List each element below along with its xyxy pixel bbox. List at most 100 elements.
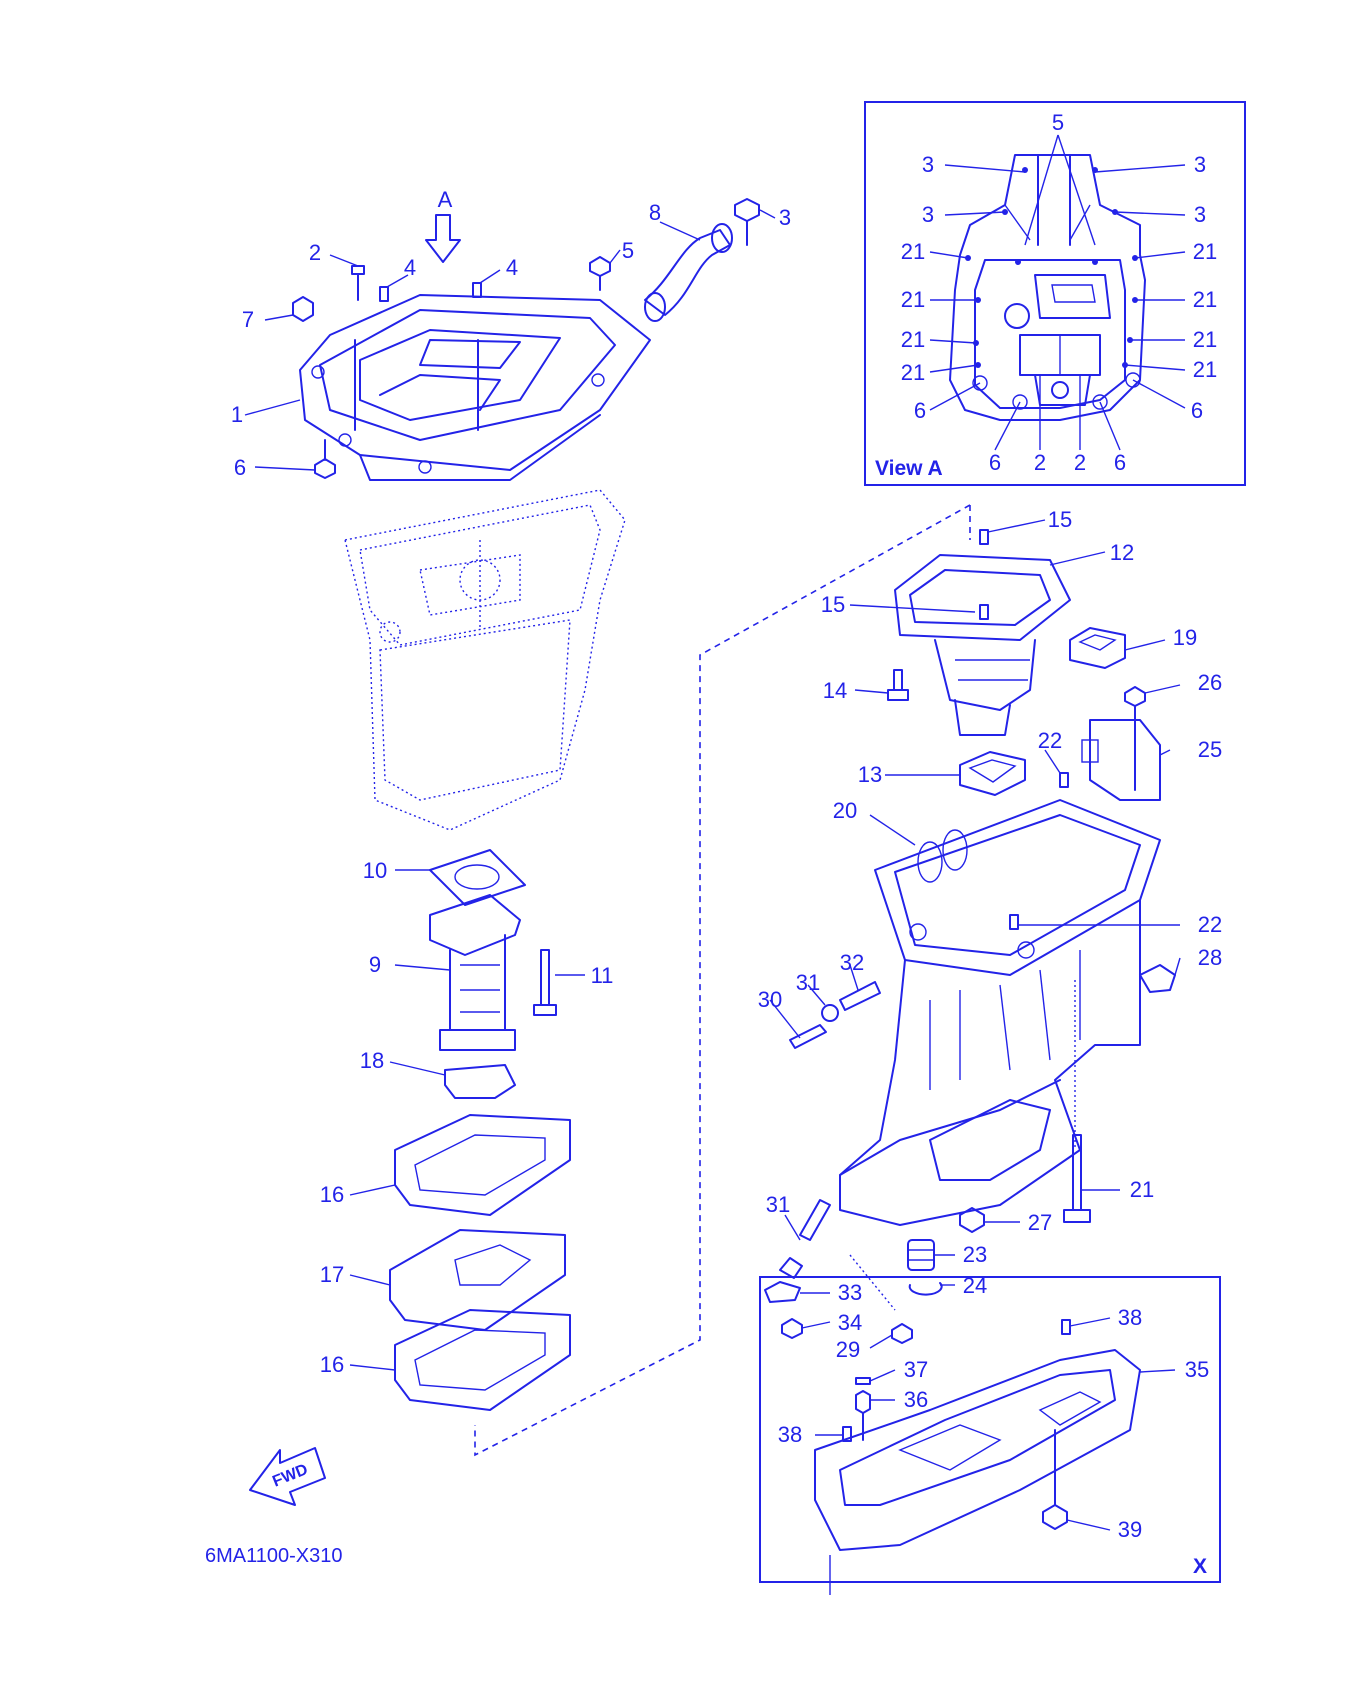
bolt-11-part bbox=[533, 949, 557, 1016]
bracket-33-part bbox=[764, 1281, 801, 1303]
bolt-39-part bbox=[1042, 1429, 1068, 1530]
callout-22-upper: 22 bbox=[1038, 728, 1062, 753]
callout-1: 1 bbox=[231, 402, 243, 427]
callout-28: 28 bbox=[1198, 945, 1222, 970]
callout-34: 34 bbox=[838, 1310, 862, 1335]
view-x-label: X bbox=[1193, 1555, 1207, 1578]
callout-38-right: 38 bbox=[1118, 1305, 1142, 1330]
callout-39: 39 bbox=[1118, 1517, 1142, 1542]
callout-12: 12 bbox=[1110, 540, 1134, 565]
view-a-label: View A bbox=[875, 457, 943, 480]
seal-18-part bbox=[444, 1064, 516, 1099]
view-x-frame bbox=[759, 1276, 1221, 1583]
callout-6-upper: 6 bbox=[234, 455, 246, 480]
callout-11: 11 bbox=[591, 963, 614, 988]
bolt-26-part bbox=[1124, 686, 1146, 791]
callout-21-a-l1: 21 bbox=[901, 239, 925, 264]
callout-32: 32 bbox=[840, 950, 864, 975]
plug-36-part bbox=[855, 1390, 871, 1441]
upper-case-part bbox=[299, 294, 651, 481]
callout-23: 23 bbox=[963, 1242, 987, 1267]
bolt-14-part bbox=[887, 669, 909, 701]
callout-21-a-r1: 21 bbox=[1193, 239, 1217, 264]
exhaust-manifold-part bbox=[429, 894, 521, 1051]
callout-6-a-l: 6 bbox=[914, 398, 926, 423]
callout-33: 33 bbox=[838, 1280, 862, 1305]
callout-6-a-r: 6 bbox=[1191, 398, 1203, 423]
view-a-bottom-view bbox=[949, 154, 1146, 421]
callout-31-lower: 31 bbox=[766, 1192, 790, 1217]
drawing-code: 6MA1100-X310 bbox=[205, 1545, 343, 1567]
callout-6-a-bl: 6 bbox=[989, 450, 1001, 475]
callout-3-view-a-mr: 3 bbox=[1194, 202, 1206, 227]
callout-4-right: 4 bbox=[506, 255, 518, 280]
callout-16-lower: 16 bbox=[320, 1352, 344, 1377]
gasket-17-part bbox=[389, 1229, 566, 1331]
callout-21-a-l2: 21 bbox=[901, 287, 925, 312]
callout-9: 9 bbox=[369, 952, 381, 977]
callout-20: 20 bbox=[833, 798, 857, 823]
callout-21-a-l3: 21 bbox=[901, 327, 925, 352]
callout-5-upper: 5 bbox=[622, 238, 634, 263]
view-a-frame bbox=[864, 101, 1246, 486]
callout-16-upper: 16 bbox=[320, 1182, 344, 1207]
callout-14: 14 bbox=[823, 678, 847, 703]
gasket-10-part bbox=[429, 849, 526, 906]
callout-21-lower: 21 bbox=[1130, 1177, 1154, 1202]
callout-3-view-a-ur: 3 bbox=[1194, 152, 1206, 177]
clip-24-part bbox=[908, 1282, 943, 1296]
callout-25: 25 bbox=[1198, 737, 1222, 762]
callout-2-upper: 2 bbox=[309, 240, 321, 265]
seal-13-part bbox=[959, 751, 1026, 796]
callout-29: 29 bbox=[836, 1337, 860, 1362]
callout-21-a-r4: 21 bbox=[1193, 357, 1217, 382]
leader-lines bbox=[244, 134, 1186, 1531]
callout-21-a-r2: 21 bbox=[1193, 287, 1217, 312]
callout-17: 17 bbox=[320, 1262, 344, 1287]
callout-8: 8 bbox=[649, 200, 661, 225]
fwd-arrow: FWD bbox=[249, 1447, 326, 1506]
washer-37-part bbox=[855, 1377, 871, 1385]
callout-26: 26 bbox=[1198, 670, 1222, 695]
assembly-dashed-frame bbox=[474, 504, 971, 1457]
bushing-23-part bbox=[907, 1239, 935, 1271]
pin-22-lower bbox=[1009, 914, 1019, 930]
gasket-16-upper-part bbox=[394, 1114, 571, 1216]
fastener-group-top bbox=[292, 198, 760, 479]
callout-2-a-bl: 2 bbox=[1034, 450, 1046, 475]
view-a-arrow: A bbox=[425, 187, 461, 263]
engine-block-outline bbox=[344, 489, 626, 831]
callout-3-view-a-ul: 3 bbox=[922, 152, 934, 177]
pin-22-upper bbox=[1059, 772, 1069, 788]
water-tube-parts bbox=[779, 981, 881, 1279]
pin-38-right bbox=[1061, 1319, 1071, 1335]
assembly-dotted-guide bbox=[849, 1254, 896, 1311]
callout-22-lower: 22 bbox=[1198, 912, 1222, 937]
callout-18: 18 bbox=[360, 1048, 384, 1073]
upper-mount-part bbox=[894, 554, 1071, 736]
pin-15-lower bbox=[979, 604, 989, 620]
callout-24: 24 bbox=[963, 1273, 987, 1298]
pin-15-upper bbox=[979, 529, 989, 545]
callout-7: 7 bbox=[242, 307, 254, 332]
callout-2-a-br: 2 bbox=[1074, 450, 1086, 475]
driveshaft-housing-part bbox=[839, 799, 1161, 1226]
exhaust-hose-part bbox=[644, 223, 733, 322]
callout-10: 10 bbox=[363, 858, 387, 883]
callout-19: 19 bbox=[1173, 625, 1197, 650]
callout-5-view-a: 5 bbox=[1052, 110, 1064, 135]
callout-15-lower: 15 bbox=[821, 592, 845, 617]
pin-38-left bbox=[842, 1426, 852, 1442]
callout-27: 27 bbox=[1028, 1210, 1052, 1235]
callout-36: 36 bbox=[904, 1387, 928, 1412]
callout-labels: 5 3 3 3 3 21 21 21 21 21 21 21 21 6 6 6 … bbox=[205, 110, 1222, 1578]
damper-19-part bbox=[1069, 627, 1126, 669]
callout-37: 37 bbox=[904, 1357, 928, 1382]
callout-31-upper: 31 bbox=[796, 970, 820, 995]
callout-13: 13 bbox=[858, 762, 882, 787]
callout-15-upper: 15 bbox=[1048, 507, 1072, 532]
callout-21-a-r3: 21 bbox=[1193, 327, 1217, 352]
bolt-21-part bbox=[1063, 1134, 1091, 1223]
callout-38-left: 38 bbox=[778, 1422, 802, 1447]
lower-cover-part bbox=[814, 1349, 1141, 1595]
